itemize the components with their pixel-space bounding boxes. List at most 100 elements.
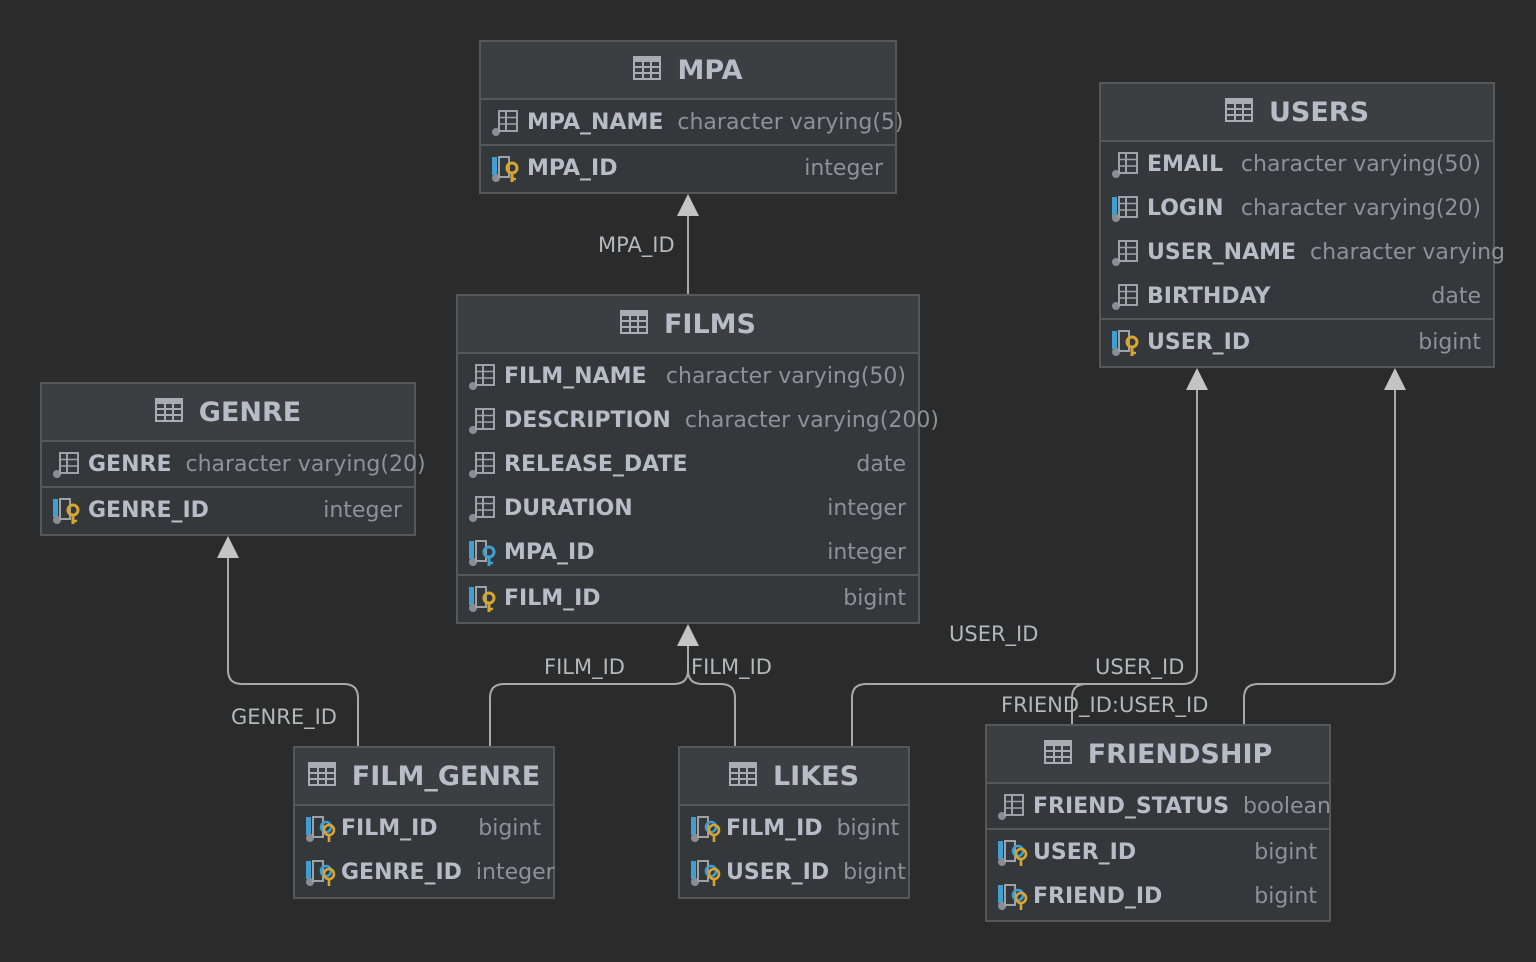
column-icon	[52, 449, 84, 479]
key-row[interactable]: MPA_ID integer	[481, 144, 895, 190]
primary-key-icon	[1111, 327, 1143, 357]
table-title: FILMS	[663, 308, 756, 340]
foreign-primary-key-icon	[305, 813, 337, 843]
table-icon	[619, 310, 648, 338]
column-type: integer	[827, 495, 906, 521]
column-name: FRIEND_ID	[1033, 883, 1163, 909]
column-row[interactable]: DESCRIPTION character varying(200)	[458, 398, 939, 442]
table-mpa[interactable]: MPA MPA_NAME character varying(5) MPA_ID…	[479, 40, 903, 194]
key-row[interactable]: FILM_ID bigint	[680, 806, 908, 850]
column-name: FRIEND_STATUS	[1033, 793, 1230, 819]
table-header[interactable]: FILMS	[458, 296, 918, 354]
column-name: GENRE_ID	[341, 859, 462, 885]
column-name: GENRE_ID	[88, 497, 209, 523]
key-row[interactable]: USER_ID bigint	[987, 828, 1329, 874]
table-header[interactable]: USERS	[1101, 84, 1493, 142]
column-type: bigint	[843, 859, 906, 885]
table-header[interactable]: GENRE	[42, 384, 414, 442]
table-title: USERS	[1268, 96, 1370, 128]
column-row[interactable]: MPA_ID integer	[458, 530, 918, 574]
column-name: GENRE	[88, 451, 172, 477]
table-icon	[307, 762, 336, 790]
column-name: MPA_NAME	[527, 109, 664, 135]
table-films[interactable]: FILMS FILM_NAME character varying(50) DE…	[456, 294, 939, 624]
connector-film-genre-films	[489, 644, 689, 746]
column-name: FILM_ID	[726, 815, 823, 841]
column-name: RELEASE_DATE	[504, 451, 688, 477]
column-type: bigint	[1254, 883, 1317, 909]
table-film-genre[interactable]: FILM_GENRE FILM_ID bigint GENRE_ID integ…	[293, 746, 555, 899]
table-header[interactable]: FILM_GENRE	[295, 748, 553, 806]
relation-label-likes-users: USER_ID	[949, 622, 1039, 646]
table-icon	[633, 56, 662, 84]
primary-key-icon	[468, 583, 500, 613]
column-type: bigint	[836, 815, 900, 841]
column-name: MPA_ID	[504, 539, 595, 565]
arrowhead-mpa	[677, 194, 699, 216]
table-icon	[1224, 98, 1253, 126]
column-type: date	[1431, 283, 1481, 309]
column-row[interactable]: GENRE character varying(20)	[42, 442, 426, 486]
relation-label-friendship-user: USER_ID	[1095, 655, 1185, 679]
column-name: FILM_ID	[504, 585, 601, 611]
column-type: character varying(20)	[185, 451, 426, 477]
table-likes[interactable]: LIKES FILM_ID bigint USER_ID bigint	[678, 746, 910, 899]
foreign-primary-key-icon	[305, 857, 337, 887]
relation-label-film-genre-films: FILM_ID	[544, 655, 625, 679]
key-row[interactable]: GENRE_ID integer	[42, 486, 414, 532]
connector-likes-films	[687, 669, 736, 746]
relation-label-films-mpa: MPA_ID	[598, 233, 675, 257]
column-row[interactable]: USER_NAME character varying	[1101, 230, 1505, 274]
foreign-key-icon	[468, 537, 500, 567]
column-row[interactable]: EMAIL character varying(50)	[1101, 142, 1493, 186]
connector-likes-users	[851, 388, 1198, 746]
key-row[interactable]: FILM_ID bigint	[458, 574, 918, 620]
column-type: integer	[323, 497, 402, 523]
column-type: integer	[827, 539, 906, 565]
column-row[interactable]: BIRTHDAY date	[1101, 274, 1493, 318]
column-icon	[1111, 149, 1143, 179]
column-type: bigint	[843, 585, 906, 611]
arrowhead-films	[677, 624, 699, 646]
column-row[interactable]: DURATION integer	[458, 486, 918, 530]
column-name: USER_ID	[1147, 329, 1251, 355]
column-row[interactable]: RELEASE_DATE date	[458, 442, 918, 486]
column-name: DURATION	[504, 495, 633, 521]
relation-label-film-genre-genre: GENRE_ID	[231, 705, 337, 729]
table-header[interactable]: FRIENDSHIP	[987, 726, 1329, 784]
column-name: FILM_ID	[341, 815, 438, 841]
table-title: FILM_GENRE	[351, 760, 541, 792]
column-row[interactable]: LOGIN character varying(20)	[1101, 186, 1493, 230]
column-icon	[1111, 281, 1143, 311]
column-type: integer	[475, 859, 555, 885]
column-type: character varying(50)	[665, 363, 906, 389]
column-name: LOGIN	[1147, 195, 1224, 221]
key-row[interactable]: FRIEND_ID bigint	[987, 874, 1329, 918]
table-users[interactable]: USERS EMAIL character varying(50) LOGIN …	[1099, 82, 1505, 368]
column-icon	[491, 107, 523, 137]
table-genre[interactable]: GENRE GENRE character varying(20) GENRE_…	[40, 382, 426, 536]
table-header[interactable]: LIKES	[680, 748, 908, 806]
column-row[interactable]: FRIEND_STATUS boolean	[987, 784, 1331, 828]
column-type: date	[856, 451, 906, 477]
column-row[interactable]: FILM_NAME character varying(50)	[458, 354, 918, 398]
column-row[interactable]: MPA_NAME character varying(5)	[481, 100, 903, 144]
table-header[interactable]: MPA	[481, 42, 895, 100]
column-icon	[1111, 237, 1143, 267]
key-row[interactable]: FILM_ID bigint	[295, 806, 553, 850]
primary-key-icon	[52, 495, 84, 525]
connector-friendship-friend	[1243, 388, 1396, 724]
key-row[interactable]: GENRE_ID integer	[295, 850, 555, 894]
column-name: USER_ID	[726, 859, 830, 885]
key-row[interactable]: USER_ID bigint	[680, 850, 908, 894]
column-icon	[468, 493, 500, 523]
table-icon	[728, 762, 757, 790]
column-icon	[468, 405, 500, 435]
table-title: GENRE	[198, 396, 302, 428]
key-row[interactable]: USER_ID bigint	[1101, 318, 1493, 364]
column-type: bigint	[1254, 839, 1317, 865]
table-friendship[interactable]: FRIENDSHIP FRIEND_STATUS boolean USER_ID…	[985, 724, 1331, 922]
column-icon	[468, 449, 500, 479]
column-name: DESCRIPTION	[504, 407, 671, 433]
foreign-primary-key-icon	[997, 881, 1029, 911]
